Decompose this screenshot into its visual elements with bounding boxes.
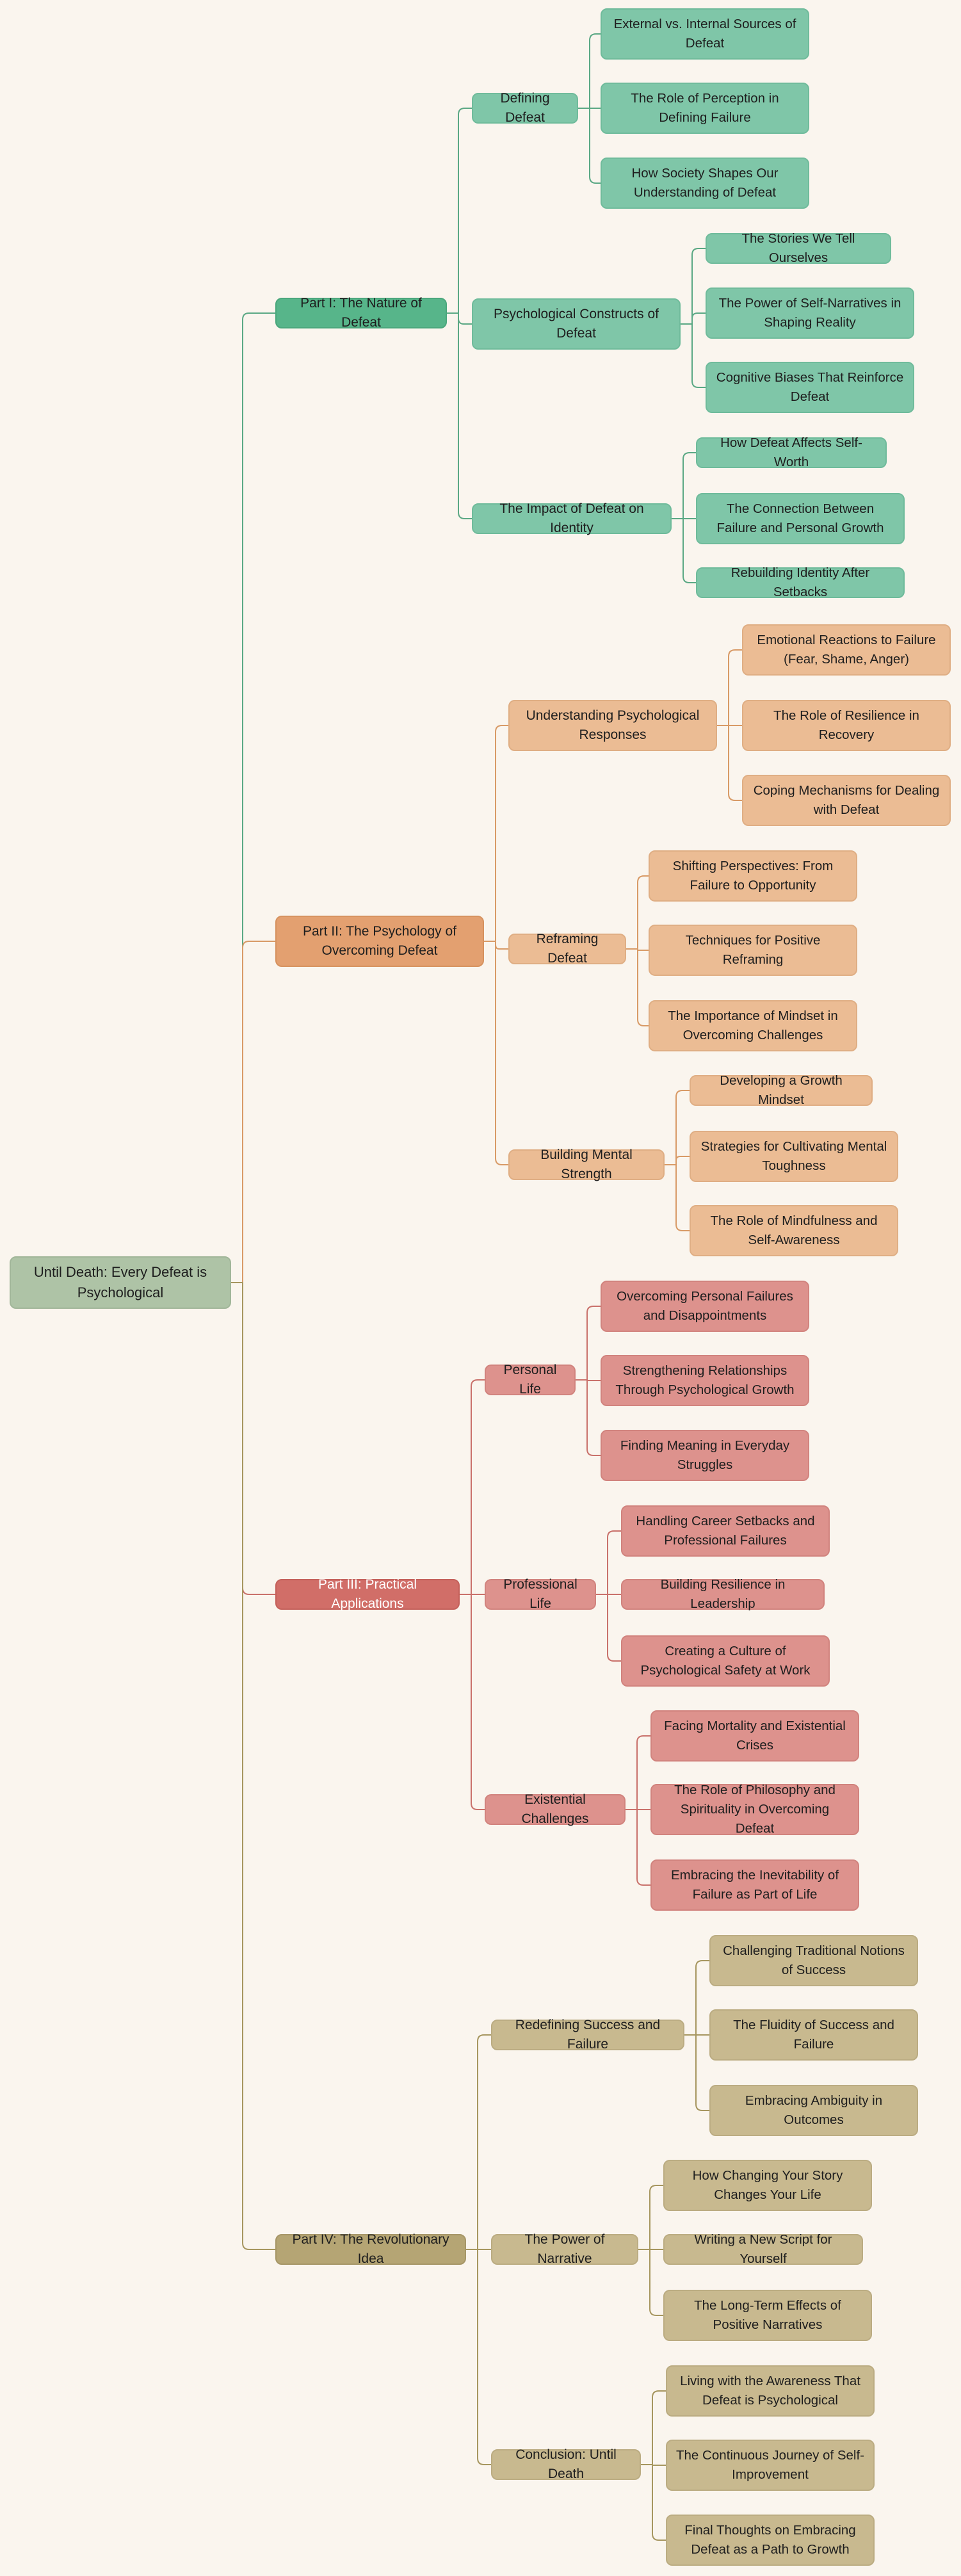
part-1-section-2-item-1[interactable]: The Stories We Tell Ourselves	[706, 231, 891, 265]
connector-38	[626, 1809, 650, 1886]
connector-9	[447, 312, 472, 519]
part-4-section-3-item-3[interactable]: Final Thoughts on Embracing Defeat as a …	[666, 2515, 875, 2566]
part-1-node[interactable]: Part I: The Nature of Defeat	[275, 296, 447, 330]
part-2-section-1-item-1[interactable]: Emotional Reactions to Failure (Fear, Sh…	[742, 624, 951, 676]
part-3-section-3-item-3[interactable]: Embracing the Inevitability of Failure a…	[650, 1859, 859, 1911]
connector-51	[641, 2464, 666, 2541]
root-node[interactable]: Until Death: Every Defeat is Psychologic…	[10, 1256, 231, 1309]
part-2-section-3-item-2[interactable]: Strategies for Cultivating Mental Toughn…	[690, 1131, 898, 1182]
part-2-node[interactable]: Part II: The Psychology of Overcoming De…	[275, 916, 484, 967]
connector-30	[576, 1379, 601, 1456]
part-3-section-2-item-2[interactable]: Building Resilience in Leadership	[621, 1577, 825, 1611]
part-1-section-2-node[interactable]: Psychological Constructs of Defeat	[472, 298, 681, 350]
part-3-node[interactable]: Part III: Practical Applications	[275, 1577, 460, 1611]
part-4-section-3-item-2[interactable]: The Continuous Journey of Self-Improveme…	[666, 2440, 875, 2491]
connector-45	[638, 2185, 663, 2250]
connector-17	[717, 725, 742, 801]
part-4-section-1-node[interactable]: Redefining Success and Failure	[491, 2018, 684, 2052]
connector-7	[681, 312, 706, 325]
connector-12	[672, 518, 696, 583]
connector-26	[231, 1282, 275, 1595]
part-2-section-3-node[interactable]: Building Mental Strength	[508, 1147, 665, 1181]
part-1-section-3-item-2[interactable]: The Connection Between Failure and Perso…	[696, 493, 905, 544]
connector-13	[231, 941, 275, 1283]
part-3-section-2-node[interactable]: Professional Life	[485, 1577, 596, 1611]
part-2-section-2-item-3[interactable]: The Importance of Mindset in Overcoming …	[649, 1000, 857, 1051]
part-4-section-1-item-2[interactable]: The Fluidity of Success and Failure	[709, 2009, 918, 2061]
connector-48	[466, 2249, 491, 2465]
part-3-section-3-item-2[interactable]: The Role of Philosophy and Spirituality …	[650, 1783, 859, 1836]
connector-34	[596, 1594, 621, 1662]
part-3-section-2-item-3[interactable]: Creating a Culture of Psychological Safe…	[621, 1635, 830, 1687]
part-2-section-2-item-1[interactable]: Shifting Perspectives: From Failure to O…	[649, 850, 857, 902]
connector-10	[672, 452, 696, 519]
part-1-section-2-item-2[interactable]: The Power of Self-Narratives in Shaping …	[706, 288, 914, 339]
connector-19	[626, 875, 649, 950]
part-3-section-3-item-1[interactable]: Facing Mortality and Existential Crises	[650, 1710, 859, 1762]
connector-41	[684, 1960, 709, 2036]
part-4-section-2-item-2[interactable]: Writing a New Script for Yourself	[663, 2232, 863, 2266]
part-2-section-1-item-3[interactable]: Coping Mechanisms for Dealing with Defea…	[742, 775, 951, 826]
part-3-section-3-node[interactable]: Existential Challenges	[485, 1792, 626, 1826]
part-4-section-1-item-3[interactable]: Embracing Ambiguity in Outcomes	[709, 2085, 918, 2136]
connector-2	[578, 33, 601, 109]
part-4-section-3-item-1[interactable]: Living with the Awareness That Defeat is…	[666, 2365, 875, 2417]
part-4-section-1-item-1[interactable]: Challenging Traditional Notions of Succe…	[709, 1935, 918, 1986]
part-4-section-2-item-1[interactable]: How Changing Your Story Changes Your Lif…	[663, 2160, 872, 2211]
part-1-section-2-item-3[interactable]: Cognitive Biases That Reinforce Defeat	[706, 362, 914, 413]
connector-23	[665, 1090, 690, 1165]
part-2-section-3-item-3[interactable]: The Role of Mindfulness and Self-Awarene…	[690, 1205, 898, 1256]
connector-39	[231, 1282, 275, 2250]
part-4-node[interactable]: Part IV: The Revolutionary Idea	[275, 2232, 466, 2266]
part-2-section-1-item-2[interactable]: The Role of Resilience in Recovery	[742, 700, 951, 751]
connector-32	[596, 1530, 621, 1595]
connector-8	[681, 323, 706, 388]
part-4-section-2-node[interactable]: The Power of Narrative	[491, 2232, 638, 2266]
connector-4	[578, 108, 601, 184]
connector-21	[626, 948, 649, 1026]
connector-27	[460, 1379, 485, 1595]
connector-35	[460, 1594, 485, 1810]
connector-15	[717, 649, 742, 726]
connector-0	[231, 312, 275, 1283]
connector-25	[665, 1164, 690, 1231]
connector-49	[641, 2390, 666, 2465]
connector-28	[576, 1306, 601, 1381]
part-1-section-1-item-3[interactable]: How Society Shapes Our Understanding of …	[601, 158, 809, 209]
connector-14	[484, 725, 508, 942]
connector-47	[638, 2249, 663, 2316]
part-1-section-1-item-1[interactable]: External vs. Internal Sources of Defeat	[601, 8, 809, 60]
part-3-section-1-item-2[interactable]: Strengthening Relationships Through Psyc…	[601, 1355, 809, 1406]
part-3-section-1-node[interactable]: Personal Life	[485, 1363, 576, 1397]
connector-5	[447, 312, 472, 325]
part-3-section-2-item-1[interactable]: Handling Career Setbacks and Professiona…	[621, 1505, 830, 1557]
part-3-section-1-item-3[interactable]: Finding Meaning in Everyday Struggles	[601, 1430, 809, 1481]
connector-36	[626, 1735, 650, 1810]
part-2-section-2-item-2[interactable]: Techniques for Positive Reframing	[649, 925, 857, 976]
part-3-section-1-item-1[interactable]: Overcoming Personal Failures and Disappo…	[601, 1281, 809, 1332]
part-4-section-3-node[interactable]: Conclusion: Until Death	[491, 2447, 641, 2481]
connector-1	[447, 108, 472, 314]
connector-22	[484, 941, 508, 1165]
part-1-section-3-item-1[interactable]: How Defeat Affects Self-Worth	[696, 435, 887, 469]
connector-43	[684, 2034, 709, 2111]
part-1-section-1-item-2[interactable]: The Role of Perception in Defining Failu…	[601, 83, 809, 134]
part-2-section-3-item-1[interactable]: Developing a Growth Mindset	[690, 1073, 873, 1107]
part-1-section-3-node[interactable]: The Impact of Defeat on Identity	[472, 501, 672, 535]
part-2-section-1-node[interactable]: Understanding Psychological Responses	[508, 700, 717, 751]
connector-24	[665, 1156, 690, 1165]
part-2-section-2-node[interactable]: Reframing Defeat	[508, 932, 626, 966]
part-1-section-3-item-3[interactable]: Rebuilding Identity After Setbacks	[696, 565, 905, 599]
connector-40	[466, 2034, 491, 2250]
part-1-section-1-node[interactable]: Defining Defeat	[472, 91, 578, 125]
connector-6	[681, 248, 706, 325]
part-4-section-2-item-3[interactable]: The Long-Term Effects of Positive Narrat…	[663, 2290, 872, 2341]
